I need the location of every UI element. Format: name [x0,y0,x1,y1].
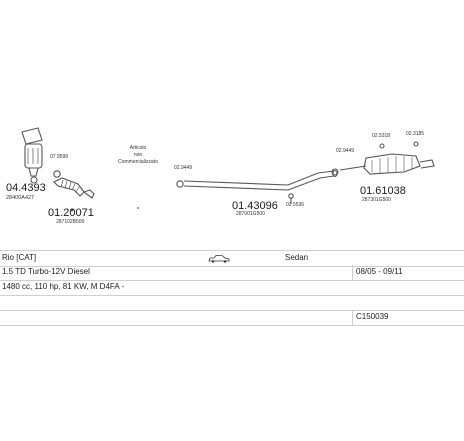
catalytic-converter-part[interactable] [21,127,43,184]
sedan-car-icon [208,255,230,263]
vehicle-info-table: Rio [CAT] Sedan 1.5 TD Turbo-12V Diesel … [0,250,464,330]
hanger-code-1: 02.5536 [286,202,304,208]
flexible-pipe-part[interactable] [53,170,95,212]
part-number-2: 287102B500 [56,219,85,225]
part-code-1: 04.4393 [6,182,46,194]
part-number-4: 287301G500 [362,197,391,203]
not-commercialized-notice: Articolo non Commercializzato [118,145,158,209]
middle-pipe-part[interactable] [176,169,338,205]
rear-silencer-part[interactable] [331,141,435,176]
vehicle-body-type: Sedan [285,253,309,262]
svg-text:Commercializzato: Commercializzato [118,159,158,165]
hanger-code-2: 02.5318 [372,133,390,139]
vehicle-years: 08/05 - 09/11 [356,267,403,276]
vehicle-engine: 1.5 TD Turbo-12V Diesel [2,267,90,276]
part-number-3: 287001G500 [236,211,265,217]
part-number-1: 28400A427 [6,195,34,201]
svg-text:non: non [134,152,143,158]
gasket-code-1: 07.9599 [50,154,68,160]
catalog-reference: C150039 [356,312,389,321]
part-code-3: 01.43096 [232,200,278,212]
exhaust-system-diagram: 04.4393 28400A427 07.9599 01.20071 28710… [6,127,435,225]
vehicle-model: Rio [CAT] [2,253,37,262]
gasket-code-2: 02.9449 [174,165,192,171]
vehicle-row-specs: 1480 cc, 110 hp, 81 KW, M D4FA - [0,280,464,296]
vehicle-specs: 1480 cc, 110 hp, 81 KW, M D4FA - [2,282,125,291]
hanger-code-3: 02.3185 [406,131,424,137]
vehicle-row-engine: 1.5 TD Turbo-12V Diesel 08/05 - 09/11 [0,265,464,281]
vehicle-row-ref: C150039 [0,310,464,326]
part-code-2: 01.20071 [48,207,94,219]
svg-text:Articolo: Articolo [130,145,147,151]
part-code-4: 01.61038 [360,185,406,197]
vehicle-row-empty [0,295,464,311]
vehicle-row-model: Rio [CAT] Sedan [0,250,464,267]
gasket-code-3: 02.9449 [336,148,354,154]
